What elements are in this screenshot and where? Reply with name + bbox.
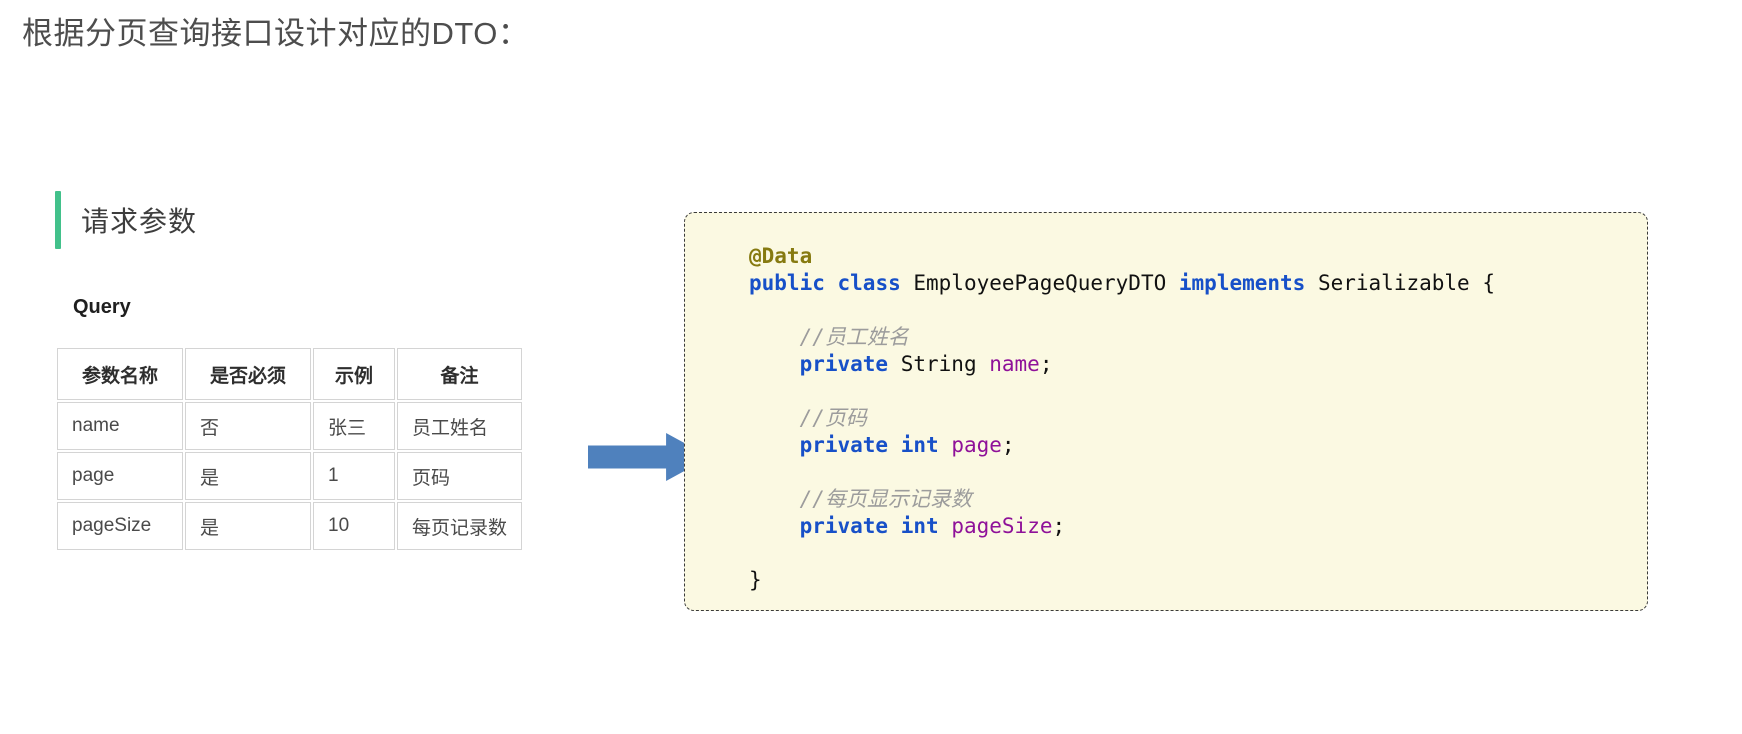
code-token-keyword: private xyxy=(799,514,889,538)
code-token-plain xyxy=(939,514,952,538)
table-cell: page xyxy=(57,452,183,500)
table-cell: pageSize xyxy=(57,502,183,550)
code-token-plain xyxy=(939,433,952,457)
code-token-field: name xyxy=(989,352,1040,376)
table-cell: 张三 xyxy=(313,402,395,450)
table-header-cell: 备注 xyxy=(397,348,523,400)
code-token-comment: //员工姓名 xyxy=(799,325,909,349)
code-token-plain: ; xyxy=(1001,433,1015,457)
code-line: private int pageSize; xyxy=(749,513,1631,540)
code-line: //员工姓名 xyxy=(749,324,1631,351)
code-token-keyword: private xyxy=(799,433,889,457)
table-cell: 每页记录数 xyxy=(397,502,523,550)
code-token-keyword: implements xyxy=(1178,271,1306,295)
code-token-keyword: class xyxy=(837,271,901,295)
code-line: //页码 xyxy=(749,405,1631,432)
code-token-plain: Serializable { xyxy=(1305,271,1495,295)
table-cell: name xyxy=(57,402,183,450)
table-cell: 是 xyxy=(185,502,311,550)
code-line xyxy=(749,459,1631,486)
code-token-plain xyxy=(825,271,838,295)
code-line: //每页显示记录数 xyxy=(749,486,1631,513)
code-line: } xyxy=(749,567,1631,594)
code-token-plain: String xyxy=(888,352,990,376)
code-token-plain: } xyxy=(749,568,762,592)
table-header-cell: 参数名称 xyxy=(57,348,183,400)
code-token-keyword: int xyxy=(900,433,939,457)
table-cell: 是 xyxy=(185,452,311,500)
table-cell: 1 xyxy=(313,452,395,500)
table-cell: 员工姓名 xyxy=(397,402,523,450)
page-title: 根据分页查询接口设计对应的DTO： xyxy=(22,16,530,51)
code-token-keyword: public xyxy=(749,271,825,295)
code-line: private String name; xyxy=(749,351,1631,378)
code-token-keyword: private xyxy=(799,352,889,376)
code-token-plain: EmployeePageQueryDTO xyxy=(900,271,1179,295)
code-token-field: page xyxy=(951,433,1002,457)
code-token-annotation: @Data xyxy=(749,244,813,268)
code-token-plain xyxy=(749,325,800,349)
code-token-field: pageSize xyxy=(951,514,1053,538)
section-title: 请求参数 xyxy=(81,206,198,237)
code-token-plain xyxy=(749,433,800,457)
code-token-plain xyxy=(749,487,800,511)
query-table-label: Query xyxy=(73,296,131,318)
code-token-plain: ; xyxy=(1052,514,1066,538)
table-cell: 10 xyxy=(313,502,395,550)
code-token-plain xyxy=(888,514,901,538)
code-token-plain xyxy=(749,514,800,538)
code-token-plain: ; xyxy=(1039,352,1053,376)
code-line: private int page; xyxy=(749,432,1631,459)
code-token-keyword: int xyxy=(900,514,939,538)
table-header-cell: 示例 xyxy=(313,348,395,400)
code-line xyxy=(749,297,1631,324)
section-header: 请求参数 xyxy=(55,190,197,250)
code-line: @Data xyxy=(749,243,1631,270)
table-cell: 否 xyxy=(185,402,311,450)
code-token-plain xyxy=(749,406,800,430)
table-header: 参数名称是否必须示例备注 xyxy=(57,348,523,400)
code-token-comment: //页码 xyxy=(799,406,867,430)
code-token-comment: //每页显示记录数 xyxy=(799,487,972,511)
table-cell: 页码 xyxy=(397,452,523,500)
table-header-cell: 是否必须 xyxy=(185,348,311,400)
code-token-plain xyxy=(749,352,800,376)
code-line xyxy=(749,540,1631,567)
code-line xyxy=(749,378,1631,405)
code-token-plain xyxy=(888,433,901,457)
section-accent-bar xyxy=(55,191,61,249)
table-header-row: 参数名称是否必须示例备注 xyxy=(57,348,523,400)
code-line: public class EmployeePageQueryDTO implem… xyxy=(749,270,1631,297)
